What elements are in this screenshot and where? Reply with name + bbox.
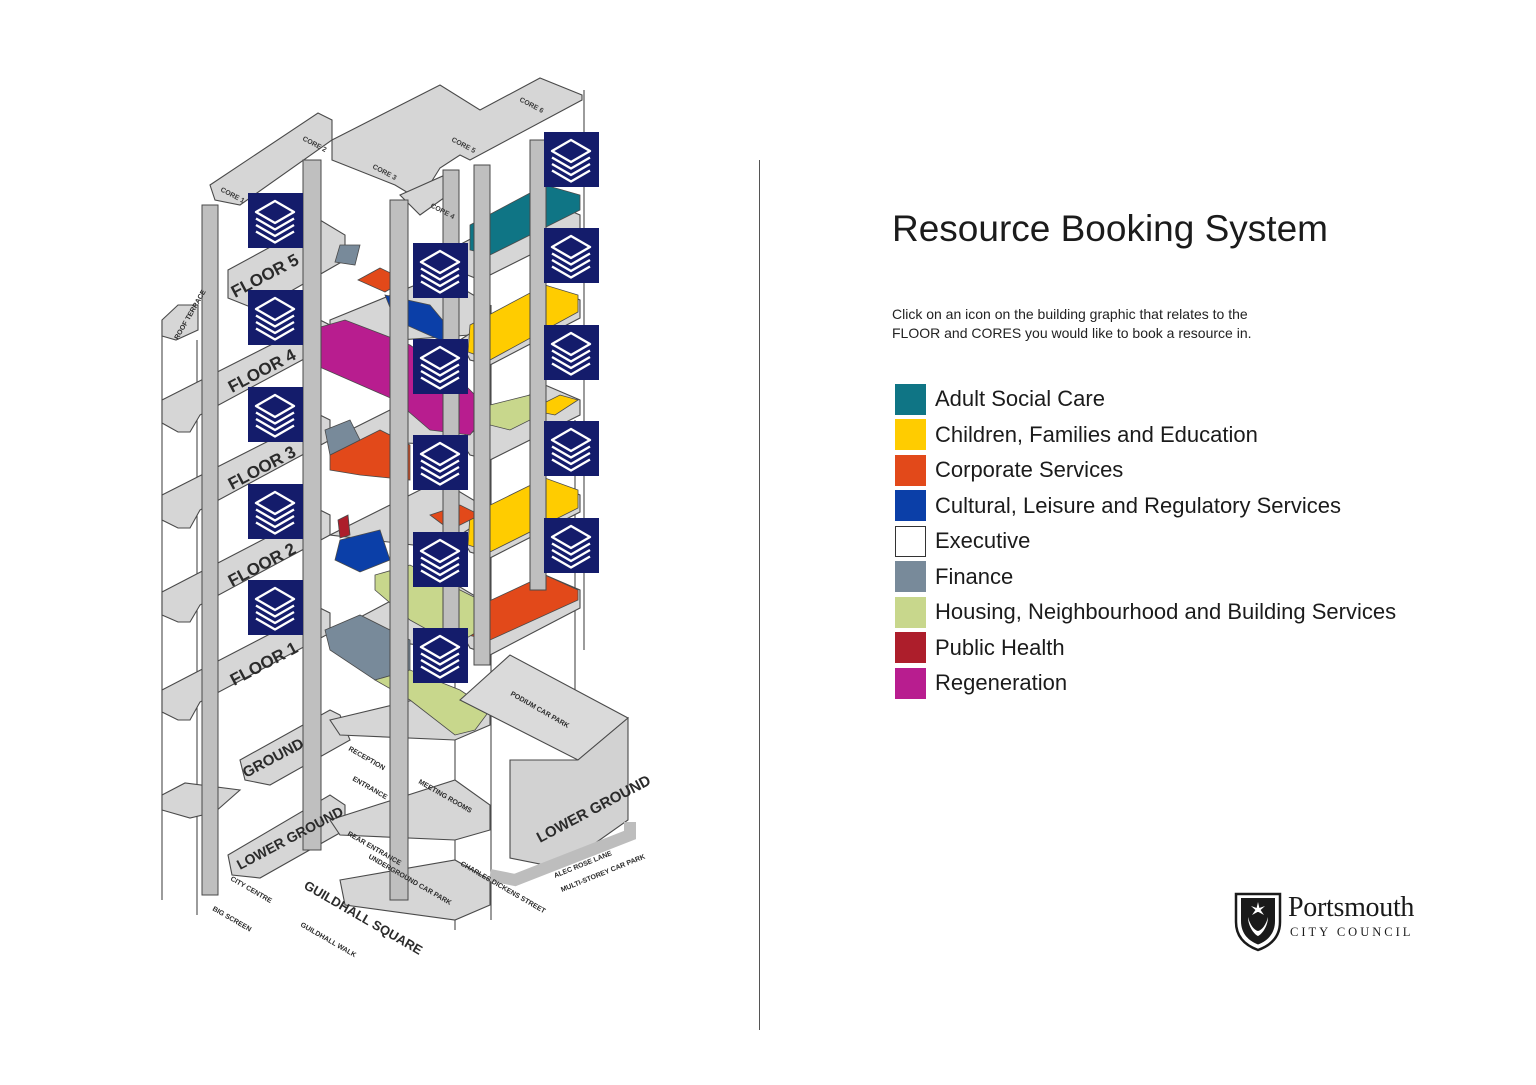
legend-label: Housing, Neighbourhood and Building Serv… <box>935 599 1397 624</box>
book-resource-button[interactable] <box>544 325 599 380</box>
legend-label: Corporate Services <box>935 457 1124 482</box>
department-legend: Adult Social Care Children, Families and… <box>895 383 1396 703</box>
book-resource-button[interactable] <box>544 518 599 573</box>
book-resource-button[interactable] <box>248 580 303 635</box>
legend-item-public-health: Public Health <box>895 632 1396 664</box>
legend-item-children-families-education: Children, Families and Education <box>895 419 1396 451</box>
council-subtitle: CITY COUNCIL <box>1290 925 1414 939</box>
book-resource-button[interactable] <box>248 484 303 539</box>
instructions-line-1: Click on an icon on the building graphic… <box>892 306 1248 322</box>
legend-label: Cultural, Leisure and Regulatory Service… <box>935 492 1341 518</box>
council-crest-icon <box>1234 892 1282 952</box>
entrance-label: ENTRANCE <box>351 776 388 802</box>
building-graphic: FLOOR 5 FLOOR 4 FLOOR 3 FLOOR 2 FLOOR 1 … <box>161 77 654 959</box>
legend-swatch <box>895 632 926 663</box>
legend-item-finance: Finance <box>895 561 1396 593</box>
legend-swatch <box>895 383 926 415</box>
city-centre-label: CITY CENTRE <box>229 876 273 905</box>
legend-label: Children, Families and Education <box>935 421 1258 447</box>
legend-label: Executive <box>935 528 1031 553</box>
panel-divider <box>759 160 760 1030</box>
legend-label: Regeneration <box>935 670 1068 695</box>
instructions-line-2: FLOOR and CORES you would like to book a… <box>892 325 1252 341</box>
book-resource-button[interactable] <box>544 228 599 283</box>
legend-item-adult-social-care: Adult Social Care <box>895 383 1396 415</box>
legend-swatch <box>895 490 926 521</box>
podium-car-park <box>459 654 636 887</box>
book-resource-button[interactable] <box>248 387 303 442</box>
legend-item-cultural-leisure-regulatory: Cultural, Leisure and Regulatory Service… <box>895 490 1396 522</box>
legend-item-executive: Executive <box>895 525 1396 557</box>
legend-swatch <box>895 525 926 557</box>
book-resource-button[interactable] <box>248 193 303 248</box>
instructions: Click on an icon on the building graphic… <box>892 305 1322 343</box>
book-resource-button[interactable] <box>413 339 468 394</box>
legend-label: Finance <box>935 563 1014 589</box>
book-resource-button[interactable] <box>248 290 303 345</box>
legend-item-corporate-services: Corporate Services <box>895 454 1396 486</box>
book-resource-button[interactable] <box>544 132 599 187</box>
legend-swatch <box>895 419 926 450</box>
book-resource-button[interactable] <box>413 532 468 587</box>
book-resource-button[interactable] <box>413 628 468 683</box>
council-logo: Portsmouth CITY COUNCIL <box>1233 890 1443 952</box>
page-title: Resource Booking System <box>892 208 1328 249</box>
legend-label: Adult Social Care <box>935 386 1105 411</box>
big-screen-label: BIG SCREEN <box>211 906 252 934</box>
book-resource-button[interactable] <box>413 243 468 298</box>
booking-icons <box>248 132 599 683</box>
legend-swatch <box>895 596 926 628</box>
legend-item-housing-neighbourhood: Housing, Neighbourhood and Building Serv… <box>895 596 1396 628</box>
guildhall-walk-label: GUILDHALL WALK <box>299 922 357 959</box>
legend-swatch <box>895 667 926 699</box>
building-cores <box>201 139 547 901</box>
book-resource-button[interactable] <box>544 421 599 476</box>
legend-swatch <box>895 454 926 486</box>
reception-label: RECEPTION <box>347 746 386 772</box>
legend-item-regeneration: Regeneration <box>895 667 1396 699</box>
legend-label: Public Health <box>935 634 1065 660</box>
legend-swatch <box>895 561 926 592</box>
council-name: Portsmouth <box>1288 892 1415 923</box>
book-resource-button[interactable] <box>413 435 468 490</box>
